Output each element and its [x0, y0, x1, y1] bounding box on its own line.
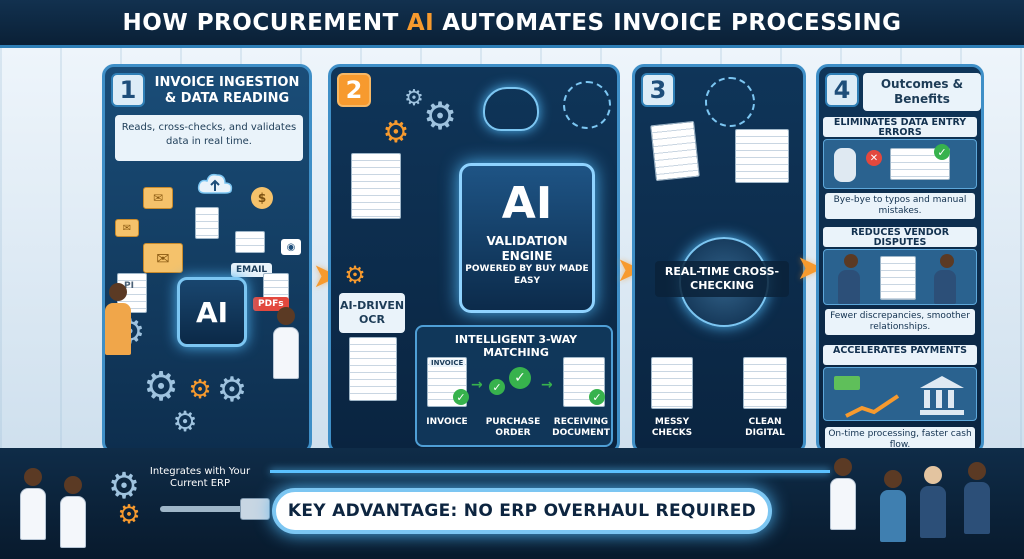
woman-with-document: [105, 283, 131, 355]
trend-arrow-icon: [844, 394, 904, 418]
clean-digital-label: CLEAN DIGITAL: [745, 417, 785, 438]
money-bag-icon: $: [251, 187, 273, 209]
paper-document-icon: [349, 337, 397, 401]
outcome-2-title: REDUCES VENDOR DISPUTES: [823, 227, 977, 248]
gear-small-icon: ⚙: [404, 85, 424, 111]
neural-network-icon: [563, 81, 611, 129]
footer-gear-icon: ⚙: [107, 465, 141, 507]
step-2-number: 2: [337, 73, 371, 107]
page-title: HOW PROCUREMENT AI AUTOMATES INVOICE PRO…: [0, 0, 1024, 48]
usb-cable-icon: [160, 506, 260, 512]
outcome-3-illustration: [823, 367, 977, 421]
ai-chip-main-label: AI: [501, 178, 553, 229]
pdf-badge: PDFs: [253, 297, 289, 311]
envelope-icon: ✉: [143, 187, 173, 209]
check-large-icon: ✓: [509, 367, 531, 389]
three-way-matching-box: INTELLIGENT 3-WAY MATCHING INVOICE ✓ → ✓…: [415, 325, 613, 447]
outcome-2-illustration: [823, 249, 977, 305]
check-icon: ✓: [453, 389, 469, 405]
handshake-man-right: [934, 254, 960, 304]
digital-form-icon: [735, 129, 789, 183]
gear-bottom-mid-icon: ⚙: [216, 370, 248, 410]
email-window-icon: [235, 231, 265, 253]
outcome-1-illustration: ✕ ✓: [823, 139, 977, 189]
cash-icon: [834, 376, 860, 390]
email-badge: EMAIL: [231, 263, 273, 277]
gear-bottom-left-icon: ⚙: [143, 364, 179, 410]
footer-woman-left: [60, 476, 86, 548]
envelope-open-icon: ✉: [143, 243, 183, 273]
ai-validation-engine-chip: AI VALIDATION ENGINE: [459, 163, 595, 313]
real-time-cross-checking-label: REAL-TIME CROSS-CHECKING: [655, 261, 789, 297]
check-circle-icon: ✓: [489, 379, 505, 395]
key-advantage-banner: KEY ADVANTAGE: NO ERP OVERHAUL REQUIRED: [272, 488, 772, 534]
footer-man-left: [20, 468, 46, 540]
messy-check-icon: [651, 357, 693, 409]
step-4-heading: Outcomes & Benefits: [863, 73, 981, 111]
outcome-1-check-icon: ✓: [934, 144, 950, 160]
footer-man-right: [964, 462, 990, 534]
bank-icon: [918, 374, 966, 416]
ocr-label: AI-DRIVEN OCR: [339, 293, 405, 333]
gear-orange-icon: ⚙: [188, 375, 212, 405]
match-label-receiving-document: RECEIVING DOCUMENT: [552, 417, 610, 438]
outcome-1-note: Bye-bye to typos and manual mistakes.: [825, 193, 975, 219]
outcome-2-note: Fewer discrepancies, smoother relationsh…: [825, 309, 975, 335]
gear-large-icon: ⚙: [422, 94, 458, 138]
match-label-invoice: INVOICE: [426, 417, 468, 427]
step-1-heading: INVOICE INGESTION & DATA READING: [154, 75, 300, 106]
footer-woman-2: [920, 466, 946, 538]
step-3-panel: 3 REAL-TIME CROSS-CHECKING MESSY CHECKS …: [632, 64, 806, 454]
gear-orange-top-icon: ⚙: [382, 114, 410, 150]
invoice-doc-tag: INVOICE: [429, 359, 466, 367]
circuit-glow-line: [270, 470, 830, 473]
arrow-right-2-icon: →: [541, 377, 553, 393]
outcome-3-title: ACCELERATES PAYMENTS: [823, 345, 977, 365]
x-error-icon: ✕: [866, 150, 882, 166]
gear-orange-mid-icon: ⚙: [344, 261, 366, 289]
outcome-3-note: On-time processing, faster cash flow.: [825, 427, 975, 451]
step-2-panel: 2 ⚙ ⚙ ⚙ AI-DRIVEN OCR ⚙ AI VALIDATION EN…: [328, 64, 620, 454]
cloud-upload-icon: [195, 171, 235, 197]
robot-icon: [834, 148, 856, 182]
step-1-panel: 1 INVOICE INGESTION & DATA READING Reads…: [102, 64, 312, 454]
messy-document-icon: [650, 120, 700, 182]
ai-chip: AI: [177, 277, 247, 347]
outcome-1-title: ELIMINATES DATA ENTRY ERRORS: [823, 117, 977, 138]
agreement-doc-icon: [880, 256, 916, 300]
messy-checks-label: MESSY CHECKS: [651, 417, 693, 438]
step-4-number: 4: [825, 73, 859, 107]
scanned-document-icon: [351, 153, 401, 219]
matching-title: INTELLIGENT 3-WAY MATCHING: [454, 333, 578, 359]
erp-integration-label: Integrates with Your Current ERP: [149, 466, 251, 489]
tablet-doc-icon: [195, 207, 219, 239]
footer-man-pointing: [830, 458, 856, 530]
arrow-right-icon: →: [471, 377, 483, 393]
step-4-panel: 4 Outcomes & Benefits ELIMINATES DATA EN…: [816, 64, 984, 454]
step-1-subtitle: Reads, cross-checks, and validates data …: [115, 115, 303, 161]
brain-icon: [483, 87, 539, 131]
title-part-1: HOW PROCUREMENT: [122, 9, 399, 36]
title-part-2: AUTOMATES INVOICE PROCESSING: [442, 9, 902, 36]
usb-plug-icon: [240, 498, 270, 520]
camera-icon: ◉: [281, 239, 301, 255]
match-label-purchase-order: PURCHASE ORDER: [485, 417, 541, 438]
footer-woman-1: [880, 470, 906, 542]
man-with-tablet: [273, 307, 299, 379]
ai-chip-sub-label: VALIDATION ENGINE: [486, 234, 568, 263]
gear-bottom-small-icon: ⚙: [172, 404, 198, 438]
step-1-number: 1: [111, 73, 145, 107]
network-node-icon: [705, 77, 755, 127]
step-3-number: 3: [641, 73, 675, 107]
footer-gear-orange-icon: ⚙: [117, 500, 141, 530]
envelope-small-icon: ✉: [115, 219, 139, 237]
pi-doc-label: PI: [124, 281, 134, 291]
title-accent: AI: [406, 9, 435, 36]
check-receiving-icon: ✓: [589, 389, 605, 405]
clean-digital-icon: [743, 357, 787, 409]
powered-by-label: POWERED BY BUY MADE EASY: [465, 264, 589, 286]
handshake-man-left: [838, 254, 864, 304]
